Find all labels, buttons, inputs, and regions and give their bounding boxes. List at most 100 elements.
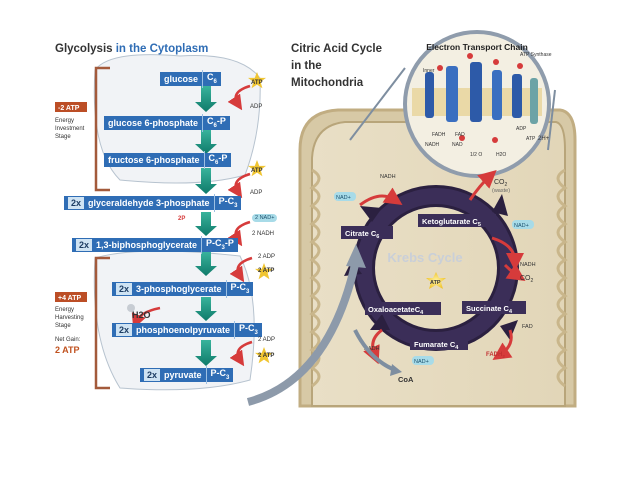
- fumarate-label: Fumarate C4: [414, 340, 459, 351]
- glycolysis-step-glucose-6-phosphate: glucose 6-phosphate C6-P: [104, 113, 230, 133]
- glycolysis-step-glyceraldehyde-3-phosphate: 2x glyceraldehyde 3-phosphate P-C3: [64, 193, 242, 213]
- two-atp-label-2: 2 ATP: [258, 353, 275, 359]
- atp-star-icon: [255, 263, 273, 280]
- co2-top-label: CO2: [494, 179, 508, 188]
- stage2-label-line1: Energy: [55, 307, 74, 313]
- krebs-side-reactions: NAD+ NADH CO2 (waste) NAD+ NADH CO2 ATP …: [334, 169, 536, 384]
- glycolysis-step-pyruvate: 2x pyruvate P-C3: [140, 365, 234, 385]
- etc-nadh-label: NADH: [425, 142, 440, 148]
- glycolysis-step-arrows: [195, 86, 217, 366]
- two-nad-pill: 2 NAD+: [252, 214, 278, 222]
- atp-star-icon: [255, 347, 273, 364]
- glycolysis-step-3-phosphoglycerate: 2x 3-phosphoglycerate P-C3: [112, 279, 254, 299]
- step-name: glucose 6-phosphate: [108, 118, 199, 128]
- nad-bubble-top: NAD+: [336, 195, 351, 201]
- etc-atp-synthase-label: ATP Synthase: [520, 52, 552, 58]
- step-formula: P-C3: [225, 279, 249, 299]
- adp-label-2: ADP: [250, 190, 263, 196]
- atp-star-icon: [248, 72, 266, 89]
- glycolysis-side-arrows: [131, 84, 253, 367]
- stage1-label-line1: Energy: [55, 118, 74, 124]
- two-nadh-label: 2 NADH: [252, 231, 275, 237]
- nadh-label-right: NADH: [520, 262, 536, 268]
- step-multiplier: 2x: [144, 369, 161, 381]
- atp-star-icon: [248, 160, 266, 177]
- step-multiplier: 2x: [116, 283, 133, 295]
- step-formula: P-C3-P: [201, 235, 234, 255]
- step-formula: C6: [202, 69, 217, 89]
- etc-inner-label: Inner: [423, 68, 435, 74]
- nadh-label-bottom: NADH: [364, 346, 380, 352]
- citric-title-line1: Citric Acid Cycle: [291, 43, 382, 55]
- stage2-atp-badge: +4 ATP: [58, 295, 81, 302]
- oxaloacetate-label: OxaloacetateC4: [368, 305, 424, 316]
- citric-title-line2: in the: [291, 60, 322, 72]
- two-adp-label-1: 2 ADP: [258, 254, 276, 260]
- etc-2h-label: 2H+: [538, 136, 550, 142]
- atp-label-1: ATP: [251, 80, 263, 86]
- water-molecule-icon: [127, 304, 135, 312]
- krebs-atp: ATP: [430, 280, 441, 286]
- two-pi-label: 2P: [178, 216, 186, 222]
- etc-water-label: H2O: [496, 152, 506, 158]
- atp-label-2: ATP: [251, 168, 263, 174]
- stage2-label-line3: Stage: [55, 323, 71, 329]
- nad-bubble-right: NAD+: [514, 223, 529, 229]
- glycolysis-step-phosphoenolpyruvate: 2x phosphoenolpyruvate P-C3: [112, 320, 262, 340]
- step-formula: P-C3: [205, 365, 229, 385]
- etc-nad-label: NAD: [452, 142, 463, 148]
- stage1-bracket: [94, 66, 110, 192]
- glycolysis-step-biphosphoglycerate: 2x 1,3-biphosphoglycerate P-C3-P: [72, 235, 238, 255]
- glycolysis-step-glucose: glucose C6: [160, 69, 221, 89]
- etc-fadh-label: FADH: [432, 132, 446, 138]
- co2-waste-label: (waste): [492, 188, 510, 194]
- nad-bubble-bottom: NAD+: [414, 359, 429, 365]
- fad-label: FAD: [522, 324, 533, 330]
- two-adp-label-2: 2 ADP: [258, 337, 276, 343]
- glycolysis-step-fructose-6-phosphate: fructose 6-phosphate C6-P: [104, 150, 232, 170]
- step-name: glyceraldehyde 3-phosphate: [88, 198, 210, 208]
- etc-adp-label: ADP: [516, 126, 527, 132]
- ketoglutarate-label: Ketoglutarate C5: [422, 217, 481, 228]
- net-gain-value: 2 ATP: [55, 345, 80, 355]
- net-gain-label: Net Gain:: [55, 337, 81, 343]
- step-name: phosphoenolpyruvate: [136, 325, 231, 335]
- etc-inset: Electron Transport Chain FADH FAD NADH N…: [349, 30, 556, 178]
- step-name: glucose: [164, 74, 199, 84]
- step-multiplier: 2x: [68, 197, 85, 209]
- etc-fad-label: FAD: [455, 132, 465, 138]
- stage2-label-line2: Harvesting: [55, 315, 84, 321]
- nadh-label-top: NADH: [380, 174, 396, 180]
- step-formula: P-C3: [234, 320, 258, 340]
- step-formula: P-C3: [213, 193, 237, 213]
- step-multiplier: 2x: [76, 239, 93, 251]
- water-label: H2O: [132, 310, 151, 320]
- step-multiplier: 2x: [116, 324, 133, 336]
- fadh2-label: FADH2: [486, 352, 505, 359]
- glycolysis-title: Glycolysis in the Cytoplasm: [55, 43, 208, 55]
- succinate-label: Succinate C4: [466, 304, 513, 315]
- stage1-label-line3: Stage: [55, 134, 71, 140]
- step-formula: C6-P: [203, 150, 227, 170]
- step-name: fructose 6-phosphate: [108, 155, 200, 165]
- stage1-label-line2: Investment: [55, 126, 85, 132]
- co2-right-label: CO2: [520, 275, 534, 284]
- pyruvate-to-krebs-arrow: [246, 259, 360, 406]
- step-formula: C6-P: [202, 113, 226, 133]
- step-name: 1,3-biphosphoglycerate: [96, 240, 198, 250]
- etc-oxygen-label: 1/2 O: [470, 152, 482, 158]
- stage1-atp-badge: -2 ATP: [58, 105, 80, 112]
- two-atp-label-1: 2 ATP: [258, 268, 275, 274]
- citric-title-line3: Mitochondria: [291, 77, 364, 89]
- adp-label-1: ADP: [250, 104, 263, 110]
- citrate-label: Citrate C6: [345, 229, 379, 240]
- step-name: 3-phosphoglycerate: [136, 284, 222, 294]
- coa-label: CoA: [398, 375, 414, 384]
- step-name: pyruvate: [164, 370, 202, 380]
- glycolysis-panel: Glycolysis in the Cytoplasm -2 ATP Energ…: [55, 43, 261, 391]
- etc-title: Electron Transport Chain: [426, 42, 528, 52]
- etc-atp-label: ATP: [526, 136, 536, 142]
- stage2-bracket: [94, 256, 110, 390]
- krebs-cycle-label: Krebs Cycle: [387, 250, 462, 265]
